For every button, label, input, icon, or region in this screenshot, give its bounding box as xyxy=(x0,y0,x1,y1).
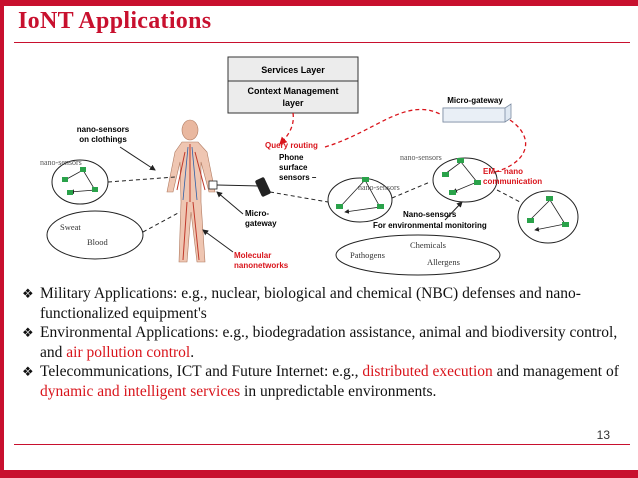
page-number: 13 xyxy=(596,428,610,442)
highlight-text: air pollution control xyxy=(66,343,191,361)
bottom-divider xyxy=(14,444,630,445)
clothing-sensor-cluster: nano-sensors on clothings nano-sensors xyxy=(40,125,176,205)
blood-label: Blood xyxy=(87,237,109,247)
environment-substances-cluster: Pathogens Chemicals Allergens xyxy=(335,234,501,276)
body-fluids-cluster: Sweat Blood xyxy=(46,210,181,260)
left-accent-bar xyxy=(0,0,4,478)
top-accent-bar xyxy=(0,0,638,6)
micro-gateway-body-label-2: gateway xyxy=(245,219,277,228)
bullet-text-segment: in unpredictable environments. xyxy=(240,382,437,400)
allergens-label: Allergens xyxy=(427,257,460,267)
query-routing-label: Query routing xyxy=(265,141,318,150)
phone-label-1: Phone xyxy=(279,153,304,162)
title-divider xyxy=(14,42,630,43)
context-layer-label-2: layer xyxy=(282,98,304,108)
bullet-text-segment: and management of xyxy=(492,363,619,380)
context-management-box: Context Management layer xyxy=(227,80,359,114)
diamond-bullet-icon: ❖ xyxy=(22,325,34,340)
env-monitoring-label-1: Nano-sensors xyxy=(403,210,457,219)
micro-gateway-top-label: Micro-gateway xyxy=(447,96,503,105)
human-body-figure xyxy=(166,119,218,263)
molecular-label-1: Molecular xyxy=(234,251,271,260)
bullet-item: ❖ Telecommunications, ICT and Future Inte… xyxy=(22,362,622,401)
services-layer-box: Services Layer xyxy=(227,56,359,82)
molecular-label-2: nanonetworks xyxy=(234,261,289,270)
slide-title: IoNT Applications xyxy=(18,8,212,34)
chemicals-label: Chemicals xyxy=(410,240,446,250)
context-layer-label-1: Context Management xyxy=(247,86,338,96)
highlight-text: distributed execution xyxy=(362,363,493,380)
bullet-text-segment: Telecommunications, ICT and Future Inter… xyxy=(40,363,363,380)
pathogens-label: Pathogens xyxy=(350,250,385,260)
highlight-text: dynamic and intelligent services xyxy=(40,382,241,400)
bullet-item: ❖ Environmental Applications: e.g., biode… xyxy=(22,323,622,362)
bottom-accent-bar xyxy=(0,470,638,478)
bullet-text: Military Applications: e.g., nuclear, bi… xyxy=(40,284,622,323)
environment-sensor-cluster-center: nano-sensors xyxy=(269,177,431,223)
environment-sensor-cluster-far-right xyxy=(517,190,579,244)
bullet-text-segment: Military Applications: e.g., nuclear, bi… xyxy=(40,285,581,322)
bullet-text: Environmental Applications: e.g., biodeg… xyxy=(40,323,622,362)
phone-label-3: sensors – xyxy=(279,173,317,182)
micro-gateway-device: Micro-gateway xyxy=(442,96,512,123)
nano-sensors-center-label: nano-sensors xyxy=(358,183,400,192)
bullet-list: ❖ Military Applications: e.g., nuclear, b… xyxy=(22,284,622,401)
nano-sensors-right-label: nano-sensors xyxy=(400,153,442,162)
bullet-text-segment: . xyxy=(190,343,195,361)
nano-sensors-left-label: nano-sensors xyxy=(40,158,82,167)
environment-sensor-cluster-right: nano-sensors EM – nano communication xyxy=(400,153,542,203)
bullet-item: ❖ Military Applications: e.g., nuclear, b… xyxy=(22,284,622,323)
diamond-bullet-icon: ❖ xyxy=(22,286,34,301)
phone-device: Phone surface sensors – xyxy=(216,153,317,197)
diamond-bullet-icon: ❖ xyxy=(22,364,34,379)
em-nano-label-2: communication xyxy=(483,177,542,186)
bullet-text-segment: Environmental Applications: e.g., biodeg… xyxy=(40,324,618,361)
phone-label-2: surface xyxy=(279,163,308,172)
micro-gateway-body-label-1: Micro- xyxy=(245,209,269,218)
em-nano-label-1: EM – nano xyxy=(483,167,523,176)
nano-sensors-clothing-label-1: nano-sensors xyxy=(77,125,130,134)
bullet-text: Telecommunications, ICT and Future Inter… xyxy=(40,362,622,401)
iont-architecture-diagram: Services Layer Context Management layer … xyxy=(40,56,579,276)
services-layer-label: Services Layer xyxy=(261,65,325,75)
env-monitoring-label-2: For environmental monitoring xyxy=(373,221,487,230)
nano-sensors-clothing-label-2: on clothings xyxy=(79,135,127,144)
sweat-label: Sweat xyxy=(60,222,81,232)
